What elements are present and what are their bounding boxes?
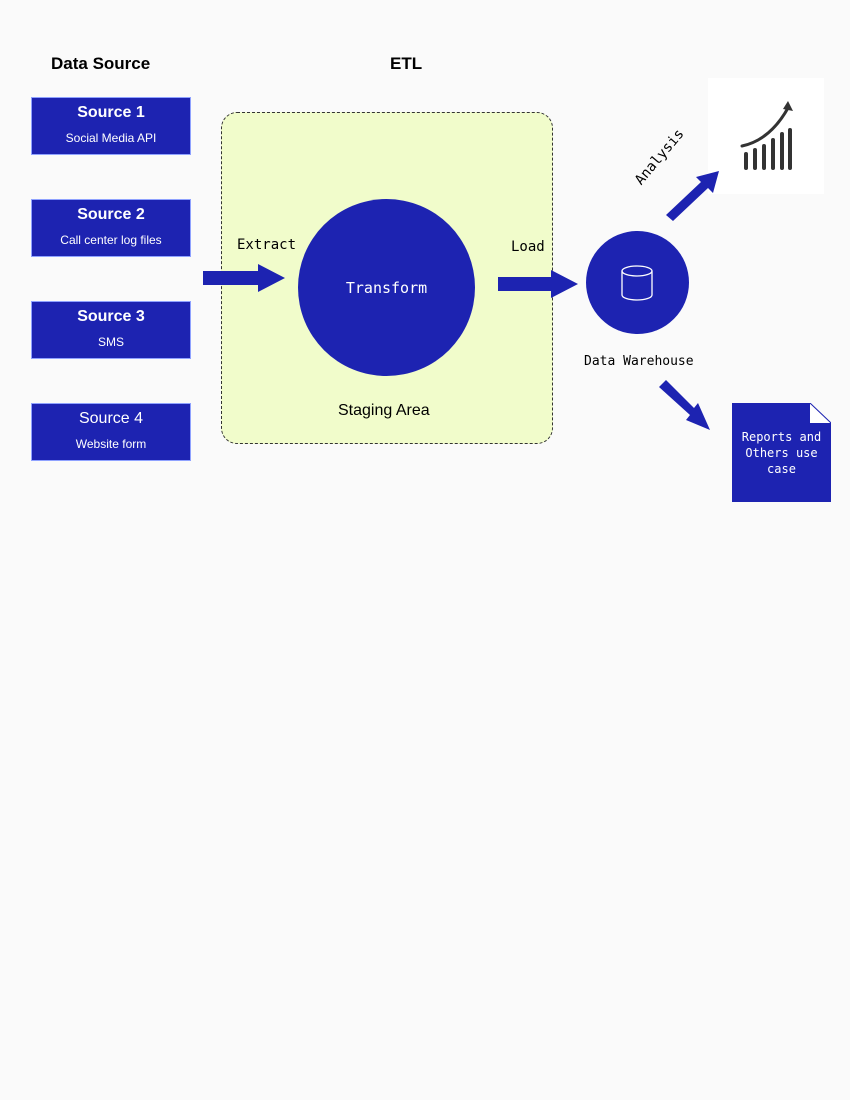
extract-arrow — [203, 264, 285, 292]
staging-area-label: Staging Area — [338, 402, 430, 419]
reports-line-2: Others use — [745, 446, 818, 460]
load-arrow — [498, 270, 578, 298]
source-subtitle: Social Media API — [65, 131, 157, 145]
source-subtitle: SMS — [97, 335, 124, 349]
source-2-box: Source 2 Call center log files — [31, 199, 191, 257]
transform-label: Transform — [345, 278, 428, 297]
source-1-box: Source 1 Social Media API — [31, 97, 191, 155]
analysis-arrow — [666, 171, 719, 221]
source-subtitle: Website form — [75, 437, 147, 451]
load-label: Load — [511, 239, 545, 255]
analysis-chart-card — [708, 78, 824, 194]
reports-label: Reports and Others use case — [736, 429, 827, 477]
source-3-box: Source 3 SMS — [31, 301, 191, 359]
document-fold-outline — [810, 403, 831, 423]
source-title: Source 4 — [78, 410, 144, 427]
reports-arrow — [659, 380, 710, 430]
growth-chart-icon — [740, 101, 793, 170]
reports-line-1: Reports and — [741, 430, 822, 444]
extract-label: Extract — [237, 237, 297, 253]
data-warehouse-circle — [586, 231, 689, 334]
source-title: Source 1 — [77, 104, 145, 121]
source-title: Source 2 — [77, 206, 145, 223]
data-warehouse-label: Data Warehouse — [584, 354, 694, 369]
source-4-box: Source 4 Website form — [31, 403, 191, 461]
source-subtitle: Call center log files — [60, 233, 162, 247]
database-icon — [621, 265, 653, 301]
reports-line-3: case — [767, 462, 796, 476]
data-source-heading: Data Source — [51, 54, 151, 73]
source-title: Source 3 — [77, 308, 145, 325]
transform-circle: Transform — [298, 199, 475, 376]
etl-heading: ETL — [390, 54, 423, 73]
